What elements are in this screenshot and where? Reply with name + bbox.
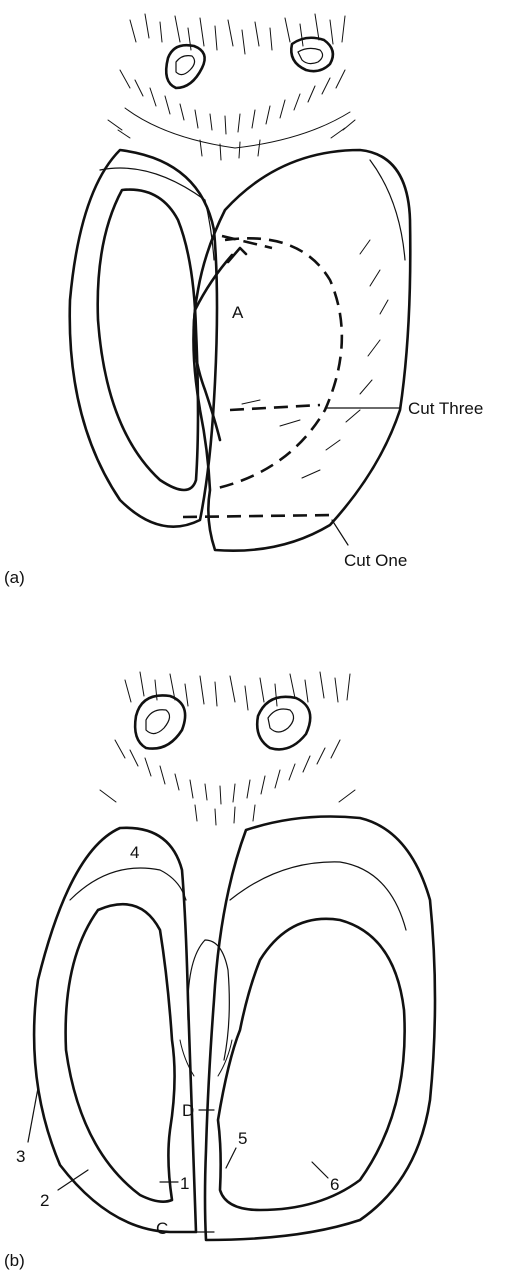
right-claw-outer-a (193, 150, 410, 551)
label-2: 2 (40, 1191, 49, 1210)
hair-area-b (100, 672, 355, 825)
label-c: C (156, 1219, 168, 1238)
interdigital-area-b (188, 940, 230, 1060)
label-a: A (232, 303, 244, 322)
panel-a-drawing (70, 14, 411, 551)
cut-line-top (222, 236, 272, 248)
right-claw-sole-b (218, 919, 405, 1210)
cut-line-middle (230, 405, 320, 410)
label-5: 5 (238, 1129, 247, 1148)
leader-3 (28, 1088, 38, 1142)
caption-a: (a) (4, 568, 25, 587)
leader-2 (58, 1170, 88, 1190)
left-claw-wall-b (70, 868, 186, 900)
cut-line-circle (218, 238, 342, 488)
heel-bulb-left-a (166, 45, 204, 88)
heel-bulb-right-a (291, 38, 333, 71)
cut-one-leader (332, 520, 348, 545)
label-4: 4 (130, 843, 139, 862)
left-claw-sole-b (66, 904, 175, 1201)
panel-b-drawing (28, 672, 435, 1240)
label-1: 1 (180, 1174, 189, 1193)
label-3: 3 (16, 1147, 25, 1166)
cut-line-one (183, 515, 335, 517)
heel-bulb-left-b (135, 695, 185, 748)
label-6: 6 (330, 1175, 339, 1194)
cut-one-label: Cut One (344, 551, 407, 570)
leader-5 (226, 1148, 236, 1168)
left-claw-inner-a (98, 190, 198, 490)
caption-b: (b) (4, 1251, 25, 1270)
leader-6 (312, 1162, 328, 1178)
heel-bulb-right-b (257, 697, 310, 750)
cut-three-label: Cut Three (408, 399, 483, 418)
hair-area-a (108, 14, 355, 160)
label-d: D (182, 1101, 194, 1120)
